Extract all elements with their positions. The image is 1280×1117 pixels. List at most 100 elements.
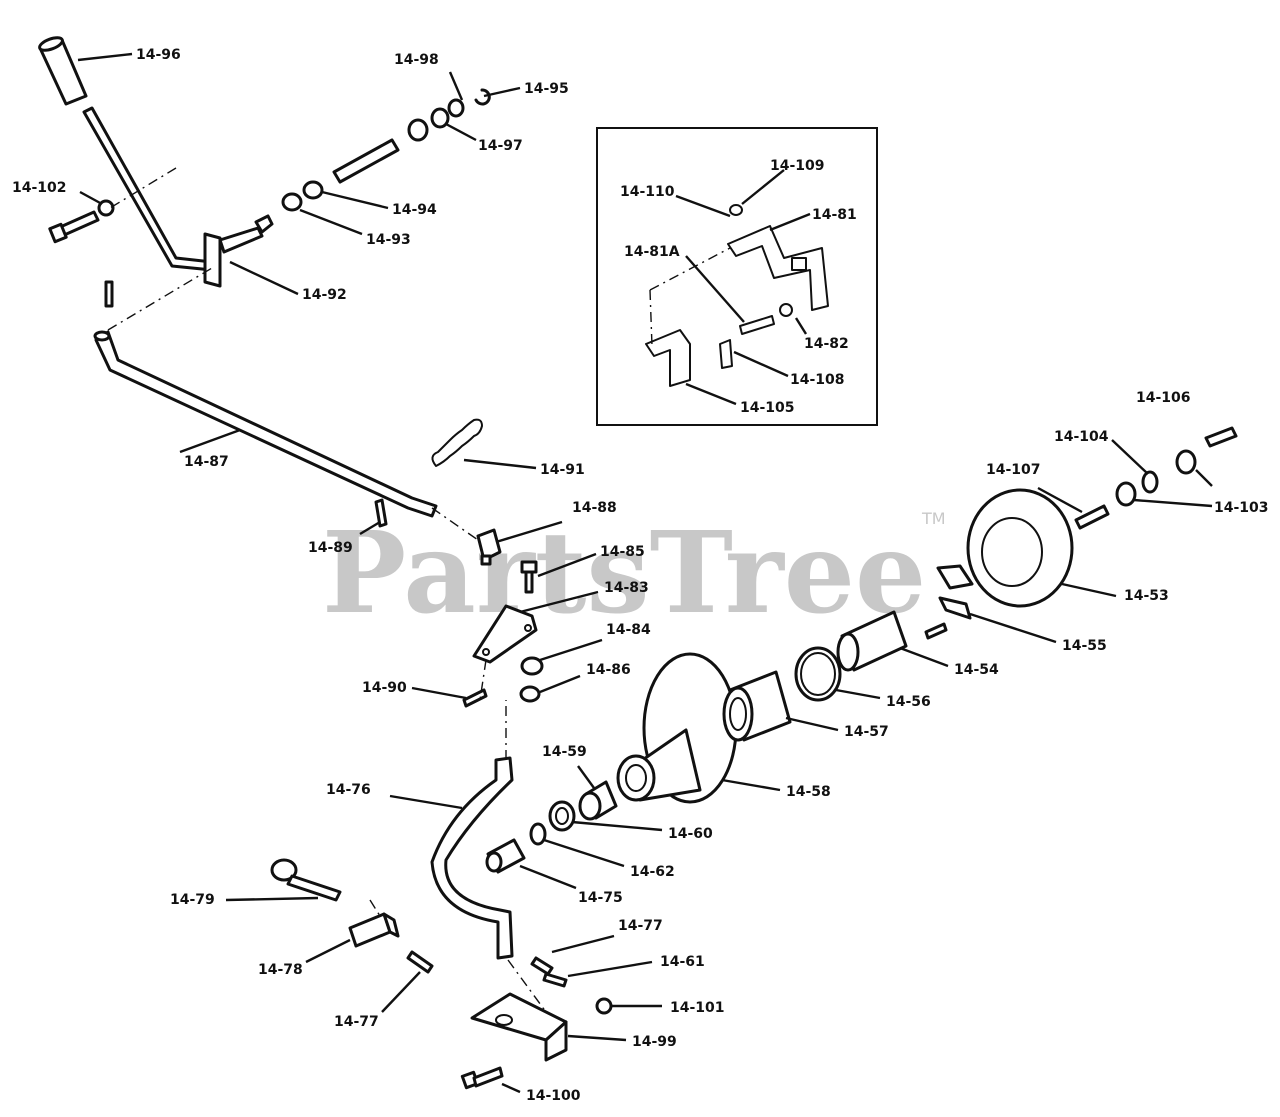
callout-14-85[interactable]: 14-85: [600, 544, 645, 560]
part-14-56-ring[interactable]: [794, 646, 842, 702]
part-14-81A-bolt[interactable]: [739, 315, 775, 335]
assembly-lines: [107, 167, 731, 1013]
part-14-97-bearing[interactable]: [407, 98, 465, 142]
part-14-95-clip[interactable]: [474, 88, 491, 106]
part-14-79-pin[interactable]: [270, 858, 342, 902]
part-14-108-bolt[interactable]: [719, 339, 733, 369]
callout-14-77-left[interactable]: 14-77: [334, 1014, 379, 1030]
part-14-91-spring[interactable]: [431, 418, 483, 467]
callout-14-79[interactable]: 14-79: [170, 892, 215, 908]
part-14-109-nut[interactable]: [729, 204, 743, 216]
part-14-76-actuator-arm[interactable]: [430, 756, 514, 960]
callout-14-95[interactable]: 14-95: [524, 81, 569, 97]
callout-14-92[interactable]: 14-92: [302, 287, 347, 303]
part-14-54-spacer-tube[interactable]: [836, 610, 908, 672]
callout-14-54[interactable]: 14-54: [954, 662, 999, 678]
part-14-88-swivel[interactable]: [476, 528, 502, 566]
part-14-102-bolt[interactable]: [48, 199, 115, 244]
part-14-103-washer[interactable]: [1115, 449, 1197, 507]
callout-14-97[interactable]: 14-97: [478, 138, 523, 154]
part-14-106-pin[interactable]: [1204, 426, 1238, 448]
part-pin-left[interactable]: [104, 280, 114, 308]
callout-14-99[interactable]: 14-99: [632, 1034, 677, 1050]
part-14-93-washers[interactable]: [281, 180, 324, 212]
callout-14-84[interactable]: 14-84: [606, 622, 651, 638]
callout-14-89[interactable]: 14-89: [308, 540, 353, 556]
part-14-62-snap-ring[interactable]: [529, 822, 547, 846]
callout-14-100[interactable]: 14-100: [526, 1088, 581, 1104]
part-14-77-pin-left[interactable]: [406, 950, 434, 974]
callout-14-110[interactable]: 14-110: [620, 184, 675, 200]
part-14-104-washer[interactable]: [1141, 470, 1159, 494]
callout-14-53[interactable]: 14-53: [1124, 588, 1169, 604]
callout-14-105[interactable]: 14-105: [740, 400, 795, 416]
watermark: PartsTree: [322, 508, 926, 639]
callout-14-81A[interactable]: 14-81A: [624, 244, 680, 260]
part-14-107-stud[interactable]: [1074, 504, 1110, 530]
part-14-94-shaft[interactable]: [332, 138, 400, 184]
part-14-61-key[interactable]: [542, 972, 568, 988]
callout-14-104[interactable]: 14-104: [1054, 429, 1109, 445]
callout-14-109[interactable]: 14-109: [770, 158, 825, 174]
callout-14-62[interactable]: 14-62: [630, 864, 675, 880]
callout-14-57[interactable]: 14-57: [844, 724, 889, 740]
part-14-86-nut[interactable]: [519, 685, 541, 703]
leader-lines: [77, 52, 1213, 1094]
callout-14-88[interactable]: 14-88: [572, 500, 617, 516]
callout-14-76[interactable]: 14-76: [326, 782, 371, 798]
part-14-85-bolt[interactable]: [520, 560, 538, 594]
part-14-96-handle-grip[interactable]: [38, 35, 88, 106]
callout-14-91[interactable]: 14-91: [540, 462, 585, 478]
part-14-92-shift-lever[interactable]: [82, 106, 274, 288]
part-14-101-nut[interactable]: [595, 997, 613, 1015]
part-14-100-bolt[interactable]: [460, 1066, 504, 1090]
callout-14-103[interactable]: 14-103: [1214, 500, 1269, 516]
part-14-89-pin[interactable]: [374, 498, 388, 528]
callout-14-107[interactable]: 14-107: [986, 462, 1041, 478]
part-14-84-spacer[interactable]: [520, 656, 544, 676]
part-14-55-bolt[interactable]: [924, 622, 948, 640]
callout-14-96[interactable]: 14-96: [136, 47, 181, 63]
part-14-105-bracket[interactable]: [645, 329, 691, 387]
part-14-90-pin[interactable]: [462, 688, 488, 708]
callout-14-55[interactable]: 14-55: [1062, 638, 1107, 654]
part-14-75-collar[interactable]: [485, 838, 526, 874]
part-14-78-clevis[interactable]: [348, 912, 400, 948]
part-14-53-pulley[interactable]: [966, 488, 1074, 608]
part-14-60-washer[interactable]: [548, 800, 576, 832]
part-14-81-bracket[interactable]: [727, 225, 829, 311]
part-14-57-needle-bearing[interactable]: [722, 670, 792, 742]
part-14-77-pin-right[interactable]: [530, 956, 554, 976]
part-14-83-plate[interactable]: [472, 604, 538, 664]
part-14-59-bearing[interactable]: [578, 780, 618, 821]
callout-14-75[interactable]: 14-75: [578, 890, 623, 906]
part-14-99-bracket[interactable]: [470, 992, 568, 1062]
callout-14-59[interactable]: 14-59: [542, 744, 587, 760]
callout-14-86[interactable]: 14-86: [586, 662, 631, 678]
callout-14-87[interactable]: 14-87: [184, 454, 229, 470]
callout-14-83[interactable]: 14-83: [604, 580, 649, 596]
callout-14-106[interactable]: 14-106: [1136, 390, 1191, 406]
callout-14-90[interactable]: 14-90: [362, 680, 407, 696]
callout-14-56[interactable]: 14-56: [886, 694, 931, 710]
part-14-82-nut[interactable]: [779, 303, 793, 317]
callout-14-77-right[interactable]: 14-77: [618, 918, 663, 934]
part-14-58-pulley-hub[interactable]: [616, 652, 738, 804]
callout-14-94[interactable]: 14-94: [392, 202, 437, 218]
part-14-87-shift-rod[interactable]: [93, 330, 438, 518]
part-14-55-retainers[interactable]: [936, 564, 974, 620]
callout-14-102[interactable]: 14-102: [12, 180, 67, 196]
callout-14-78[interactable]: 14-78: [258, 962, 303, 978]
callout-14-93[interactable]: 14-93: [366, 232, 411, 248]
callout-14-81[interactable]: 14-81: [812, 207, 857, 223]
callout-14-108[interactable]: 14-108: [790, 372, 845, 388]
callout-14-82[interactable]: 14-82: [804, 336, 849, 352]
callout-14-61[interactable]: 14-61: [660, 954, 705, 970]
watermark-trademark: TM: [921, 509, 946, 528]
callout-14-101[interactable]: 14-101: [670, 1000, 725, 1016]
callout-14-60[interactable]: 14-60: [668, 826, 713, 842]
callout-labels: 14-96 14-98 14-95 14-97 14-102 14-94 14-…: [12, 47, 1269, 1104]
callout-14-58[interactable]: 14-58: [786, 784, 831, 800]
callout-14-98[interactable]: 14-98: [394, 52, 439, 68]
